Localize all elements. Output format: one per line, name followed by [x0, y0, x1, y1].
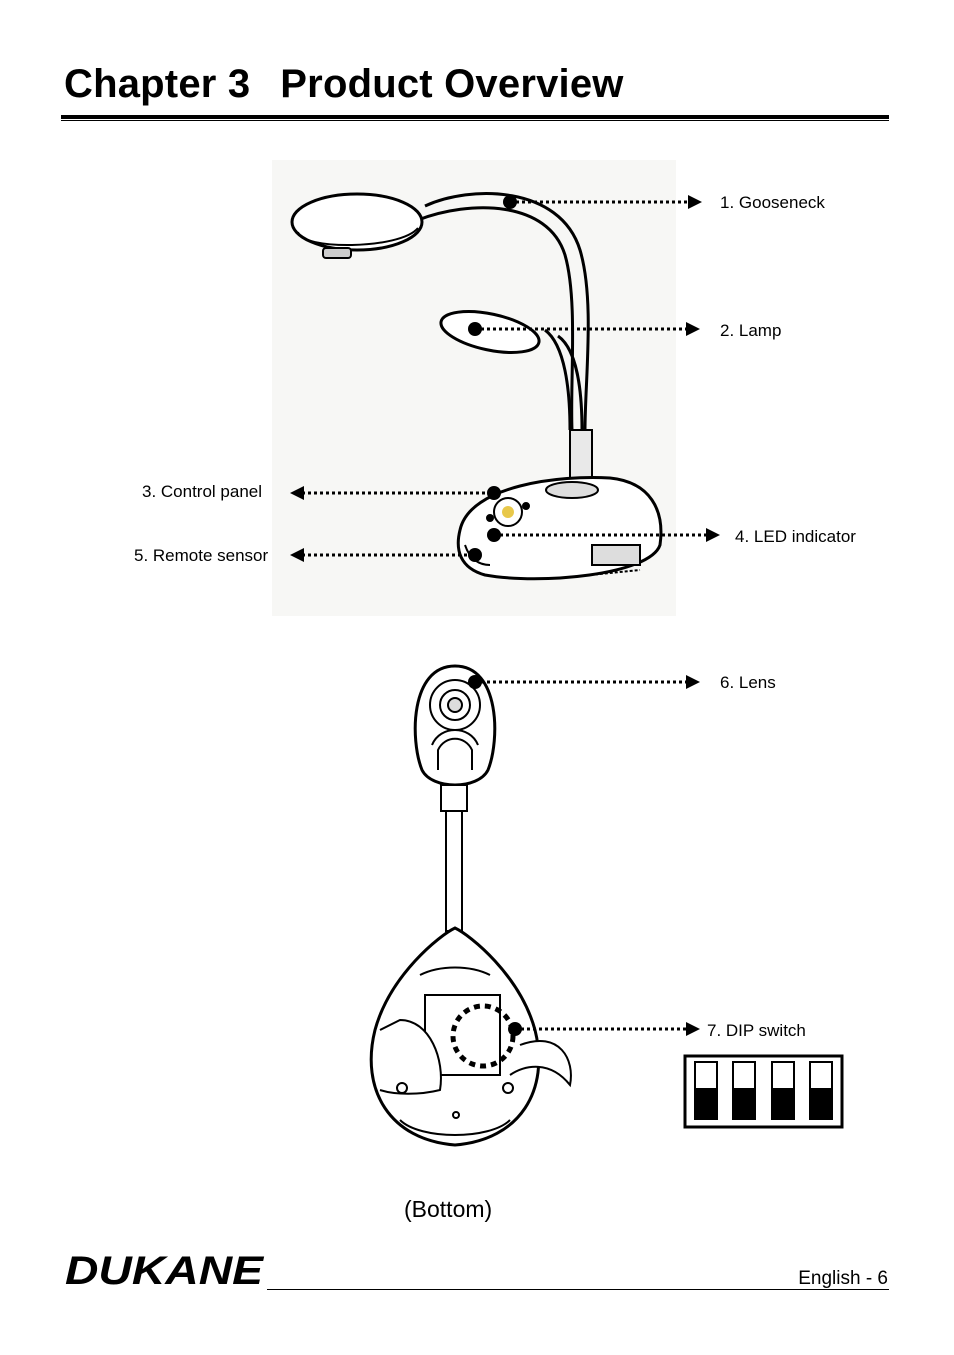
control-panel-arrowhead [290, 486, 304, 500]
dip-switch-dot [508, 1022, 522, 1036]
heading-rule-thick [61, 115, 889, 119]
lamp-dot [468, 322, 482, 336]
dip-switch-arrowhead [686, 1022, 700, 1036]
chapter-title: Product Overview [280, 62, 624, 106]
lens-dot [468, 675, 482, 689]
led-indicator-label: 4. LED indicator [735, 527, 856, 546]
control-panel-dot [487, 486, 501, 500]
lamp-label: 2. Lamp [720, 321, 782, 340]
lens-label: 6. Lens [720, 673, 776, 692]
chapter-heading: Chapter 3 Product Overview [64, 62, 624, 107]
chapter-number: Chapter 3 [64, 62, 251, 106]
remote-sensor-arrowhead [290, 548, 304, 562]
gooseneck-label: 1. Gooseneck [720, 193, 825, 212]
footer-rule [267, 1289, 889, 1290]
camera-bottom-illustration [369, 664, 572, 1147]
control-panel-label: 3. Control panel [142, 482, 263, 501]
dip-switch-label: 7. DIP switch [707, 1021, 806, 1040]
bottom-view-caption: (Bottom) [404, 1196, 493, 1222]
gooseneck-dot [503, 195, 517, 209]
camera-side-illustration [272, 160, 676, 616]
remote-sensor-dot [468, 548, 482, 562]
lamp-arrowhead [686, 322, 700, 336]
dukane-logo: DUKANE [65, 1249, 265, 1290]
dukane-logo-text: DUKANE [65, 1249, 265, 1290]
remote-sensor-label: 5. Remote sensor [134, 546, 269, 565]
gooseneck-arrowhead [688, 195, 702, 209]
led-indicator-dot [487, 528, 501, 542]
heading-rule-thin [61, 120, 889, 121]
dip-switch-icon [683, 1054, 844, 1129]
page-number: English - 6 [798, 1268, 888, 1289]
led-indicator-arrowhead [706, 528, 720, 542]
lens-arrowhead [686, 675, 700, 689]
